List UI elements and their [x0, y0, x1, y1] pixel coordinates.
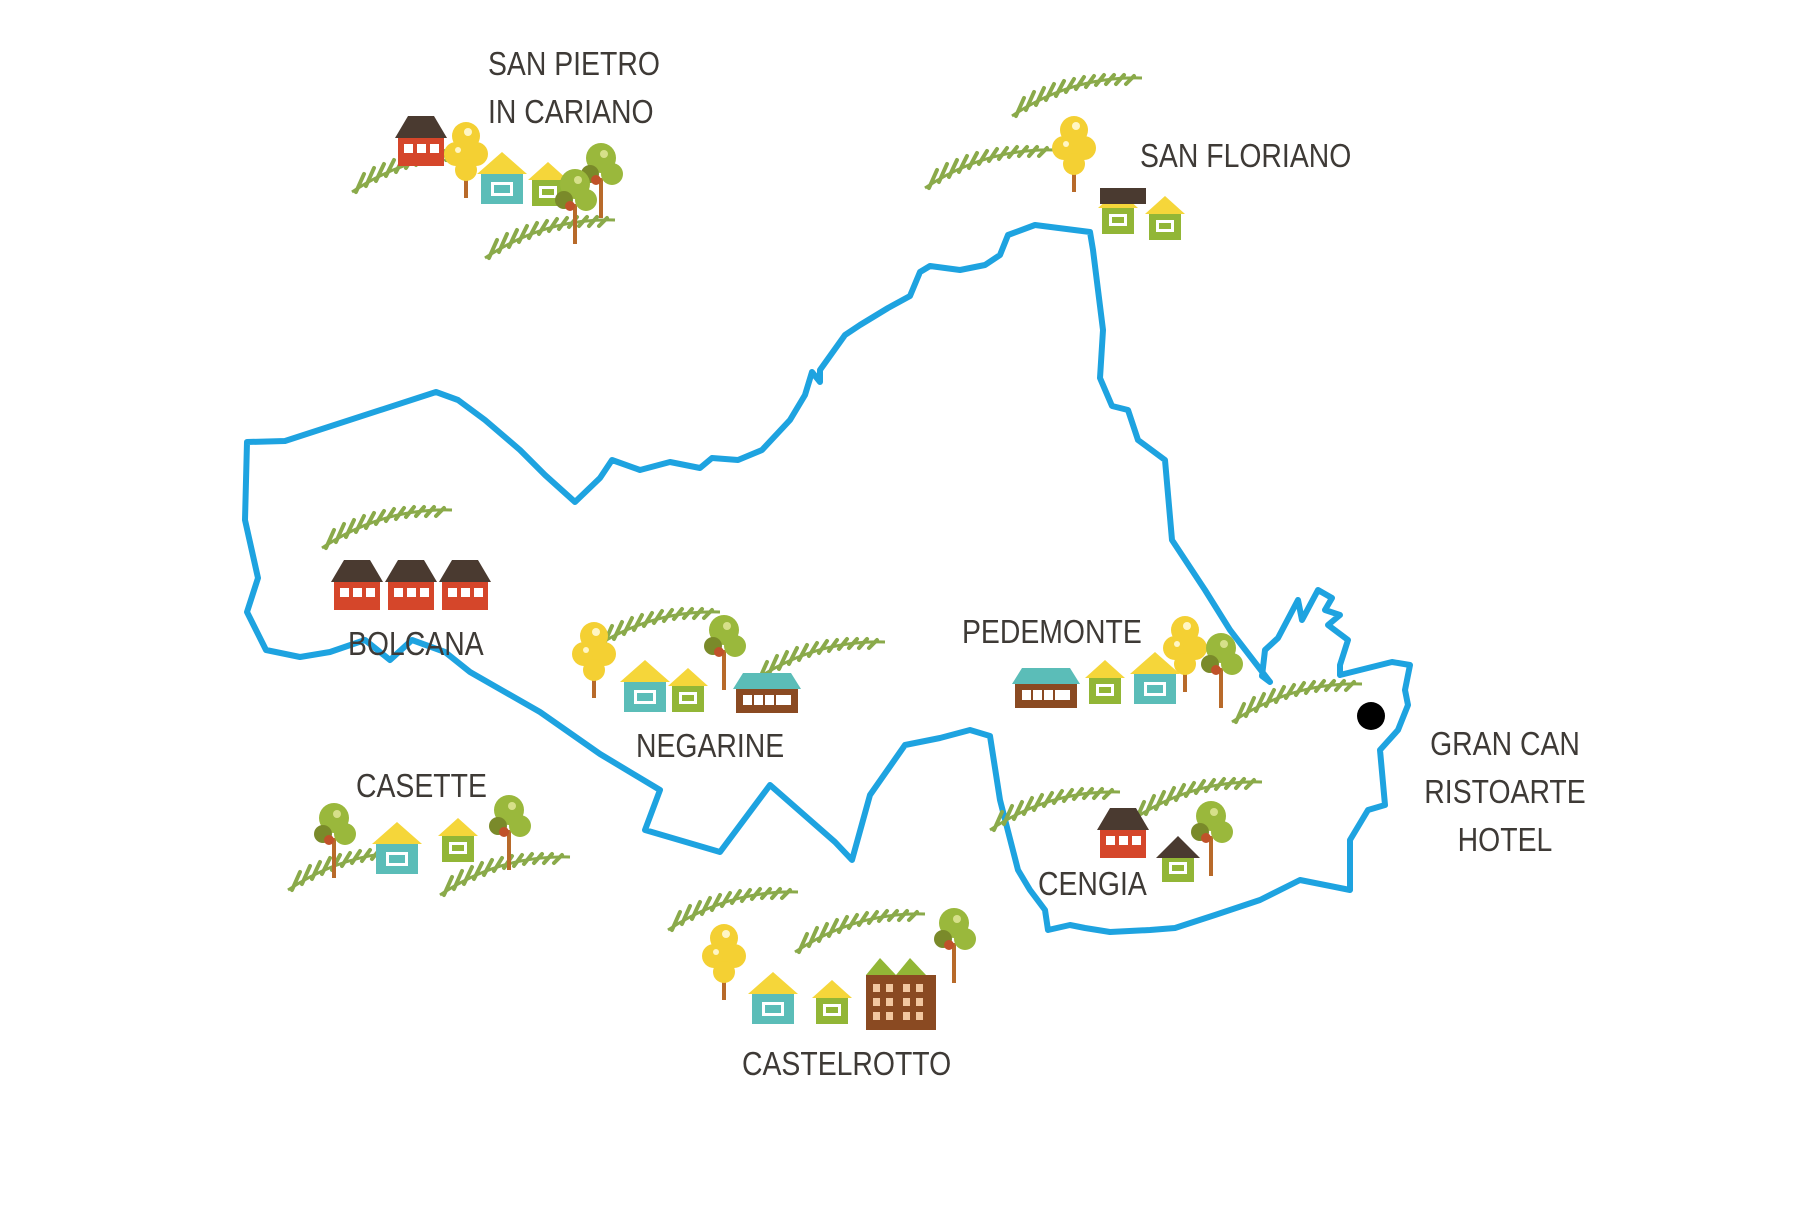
- village-houses-icon: [350, 116, 623, 260]
- village-houses-icon: [572, 607, 887, 713]
- location-dot-icon: [1357, 702, 1385, 730]
- place-label-line: SAN PIETRO: [488, 45, 660, 82]
- village-houses-icon: [988, 777, 1264, 882]
- place-label-negarine: NEGARINE: [636, 727, 785, 764]
- place-label-casette: CASETTE: [356, 767, 487, 804]
- place-label-bolcana: BOLCANA: [348, 625, 484, 662]
- place-label-castelrotto: CASTELROTTO: [742, 1045, 952, 1082]
- municipality-boundary: [242, 222, 1413, 935]
- place-label-cengia: CENGIA: [1038, 865, 1147, 902]
- place-label-pedemonte: PEDEMONTE: [962, 613, 1142, 650]
- place-label-san-pietro: SAN PIETRO IN CARIANO: [488, 40, 660, 136]
- village-houses-icon: [320, 505, 491, 610]
- village-houses-icon: [666, 887, 976, 1030]
- village-houses-icon: [923, 73, 1185, 240]
- place-label-hotel: GRAN CAN RISTOARTE HOTEL: [1424, 725, 1586, 858]
- place-label-san-floriano: SAN FLORIANO: [1140, 137, 1352, 174]
- village-houses-icon: [286, 795, 572, 897]
- place-label-line: IN CARIANO: [488, 93, 654, 130]
